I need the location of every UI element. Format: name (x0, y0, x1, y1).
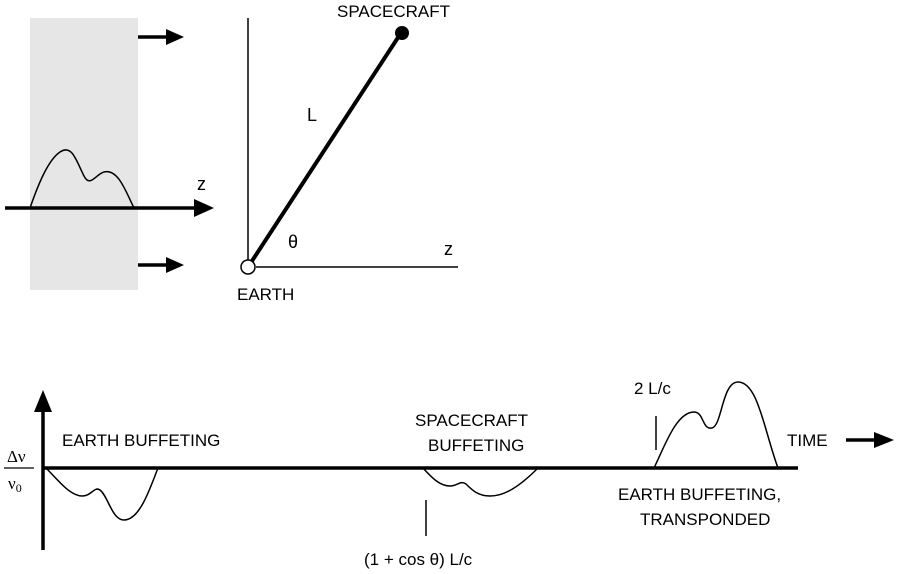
length-label: L (307, 105, 317, 125)
earth-marker (240, 259, 256, 275)
earth-spacecraft-line (248, 34, 401, 266)
wave-panel: z (5, 18, 214, 290)
earth-label: EARTH (237, 285, 294, 304)
round-trip-label: 2 L/c (634, 379, 671, 398)
earth-buffeting-label: EARTH BUFFETING (62, 431, 220, 450)
wave-pulse (29, 149, 135, 209)
z-axis-label-geometry: z (444, 239, 453, 259)
y-axis-denominator: ν0 (8, 474, 22, 495)
z-axis-arrowhead (194, 199, 214, 217)
spacecraft-marker (395, 26, 409, 40)
time-arrowhead (874, 432, 894, 448)
geometry-panel: SPACECRAFT EARTH L θ z (237, 2, 458, 304)
direction-arrowhead-bottom (166, 257, 184, 273)
shaded-region (30, 18, 138, 290)
transponded-buffeting-curve (653, 381, 779, 469)
spacecraft-buffeting-curve (422, 467, 539, 497)
spacecraft-buffeting-label-line1: SPACECRAFT (415, 411, 528, 430)
timeline-panel: Δν ν0 EARTH BUFFETING SPACECRAFT BUFFETI… (4, 379, 894, 569)
earth-buffeting-curve (45, 467, 159, 521)
direction-arrowhead-top (166, 29, 184, 45)
z-axis-label: z (197, 174, 206, 194)
time-label: TIME (787, 431, 828, 450)
y-axis-arrowhead (34, 390, 52, 412)
transponded-label-line2: TRANSPONDED (640, 510, 770, 529)
spacecraft-buffeting-label-line2: BUFFETING (428, 436, 524, 455)
delay-label: (1 + cos θ) L/c (364, 550, 473, 569)
spacecraft-label: SPACECRAFT (337, 2, 450, 21)
y-axis-numerator: Δν (7, 447, 26, 466)
angle-label: θ (288, 232, 298, 252)
transponded-label-line1: EARTH BUFFETING, (618, 485, 781, 504)
